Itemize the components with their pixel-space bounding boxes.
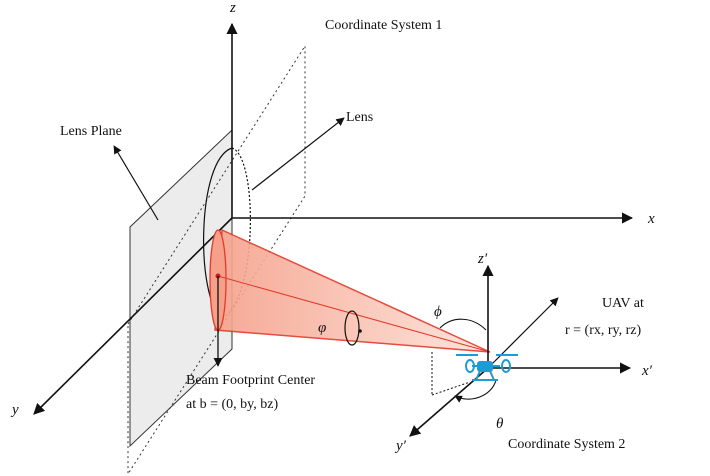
phi-arc [439,318,487,331]
angle-phi: ϕ [434,304,442,320]
beam-label-1: Beam Footprint Center [186,373,315,388]
axis-label-y: y [10,402,19,418]
title-system-2: Coordinate System 2 [508,437,625,452]
projection-dotted-2 [431,381,471,396]
uav-label-1: UAV at [602,296,644,311]
uav-icon [456,354,518,381]
varphi-dot [358,329,362,333]
y-axis [33,217,233,415]
axis-label-y-prime: y′ [394,438,407,454]
axis-label-z: z [229,0,236,16]
lens-plane-shape [129,128,233,448]
beam-cone [214,228,491,353]
lens-label: Lens [346,110,373,125]
beam-label-2: at b = (0, by, bz) [186,397,278,412]
uav-direction-arrow [487,297,559,369]
beam-center-line [217,275,491,353]
lens-plane-arrow [113,145,159,221]
angle-varphi: φ [318,320,326,336]
varphi-ellipse [344,310,360,346]
lens-arrow [251,117,345,191]
axis-label-z-prime: z′ [477,251,488,267]
angle-theta: θ [496,416,504,432]
title-system-1: Coordinate System 1 [325,18,442,33]
lens-plane-label: Lens Plane [60,124,122,139]
uav-label-2: r = (rx, ry, rz) [565,323,642,338]
axis-label-x-prime: x′ [641,363,653,379]
axis-label-x: x [647,211,655,227]
theta-arc [454,379,497,403]
